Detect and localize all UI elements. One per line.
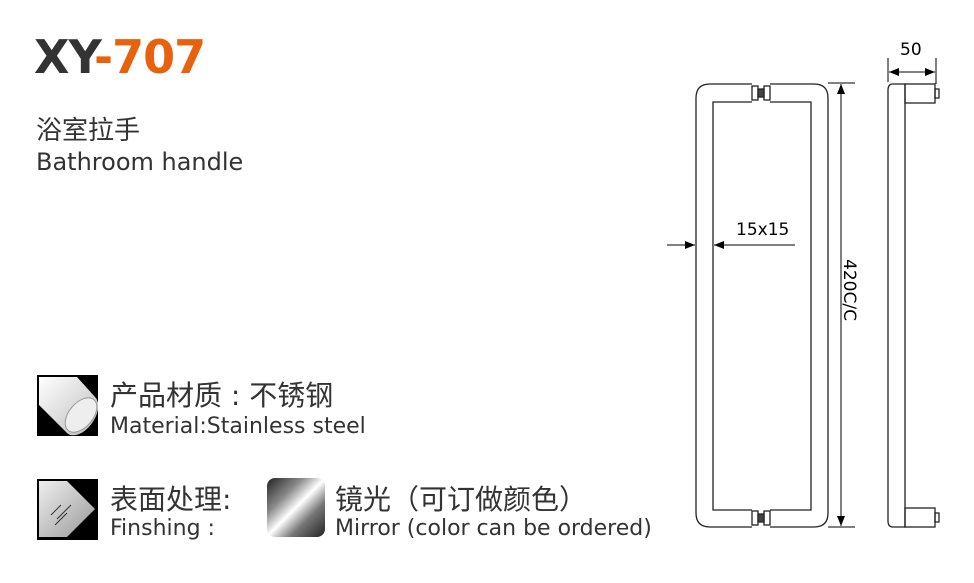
material-cylinder-icon (37, 375, 98, 436)
dimension-lines (667, 58, 937, 528)
side-view (887, 83, 940, 528)
model-prefix: XY (34, 30, 95, 84)
tube-size-dimension: 15x15 (736, 220, 790, 240)
model-suffix: -707 (94, 30, 206, 84)
model-number: XY-707 (34, 30, 206, 84)
front-view (695, 83, 829, 528)
mirror-finish-swatch (267, 478, 325, 537)
material-label-cn: 产品材质 : 不锈钢 (110, 379, 334, 412)
center-to-center-dimension: 420C/C (838, 259, 859, 321)
finishing-value-en: Mirror (color can be ordered) (335, 516, 652, 541)
finishing-label-en: Finshing : (110, 516, 215, 541)
product-name-cn: 浴室拉手 (36, 116, 141, 146)
finishing-surface-icon (37, 479, 98, 540)
projection-dimension: 50 (900, 40, 922, 60)
finishing-label-cn: 表面处理: (110, 483, 232, 516)
material-label-en: Material:Stainless steel (110, 414, 366, 439)
product-name-en: Bathroom handle (36, 148, 244, 176)
finishing-value-cn: 镜光（可订做颜色） (335, 483, 588, 516)
